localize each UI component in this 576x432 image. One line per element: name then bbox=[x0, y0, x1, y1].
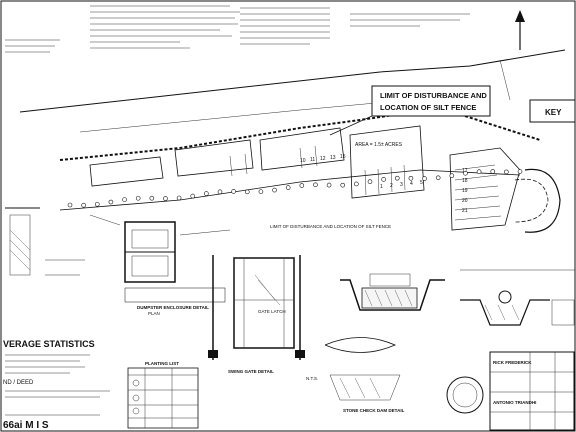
silt-fence-marker bbox=[449, 173, 455, 179]
stone-check-dam-title: STONE CHECK DAM DETAIL bbox=[343, 408, 405, 413]
silt-fence-marker bbox=[122, 197, 127, 202]
stall-number: 20 bbox=[462, 198, 468, 204]
swing-gate-title: SWING GATE DETAIL bbox=[228, 369, 274, 374]
coverage-statistics bbox=[5, 354, 110, 416]
silt-fence-marker bbox=[381, 177, 386, 182]
site-boundary bbox=[19, 49, 566, 211]
silt-fence-marker bbox=[476, 169, 482, 174]
silt-fence-marker bbox=[272, 187, 277, 193]
stall-number: 21 bbox=[462, 208, 468, 214]
stall-number: 13 bbox=[330, 155, 336, 161]
stall-number: 3 bbox=[400, 182, 403, 188]
silt-fence-marker bbox=[190, 193, 196, 199]
bottom-left-label: 66ai M I S bbox=[3, 420, 49, 431]
silt-fence-marker bbox=[231, 189, 236, 194]
coverage-statistics-title: VERAGE STATISTICS bbox=[3, 339, 95, 349]
silt-fence-marker bbox=[299, 183, 305, 188]
inlet-detail bbox=[460, 269, 575, 326]
silt-fence-callout: LIMIT OF DISTURBANCE AND LOCATION OF SIL… bbox=[270, 224, 391, 229]
title-block bbox=[446, 351, 575, 431]
title-block-project: RICK FREDERICK bbox=[493, 360, 532, 365]
silt-fence-marker bbox=[108, 199, 114, 205]
gate-latch-label: GATE LATCH bbox=[258, 309, 286, 314]
stall-number: 19 bbox=[462, 188, 468, 194]
dumpster-detail-title: DUMPSTER ENCLOSURE DETAIL bbox=[137, 305, 209, 310]
stall-number: 2 bbox=[390, 183, 393, 189]
silt-fence-marker bbox=[94, 201, 100, 207]
parking-area bbox=[89, 125, 561, 233]
planting-list-title: PLANTING LIST bbox=[145, 361, 179, 366]
silt-fence-marker bbox=[313, 182, 318, 188]
silt-fence-marker bbox=[435, 175, 441, 181]
limit-of-disturbance-title: LIMIT OF DISTURBANCE AND bbox=[380, 91, 487, 100]
silt-fence-marker bbox=[394, 175, 400, 181]
stall-number: 15 bbox=[340, 154, 346, 160]
silt-fence-marker bbox=[176, 195, 182, 201]
silt-fence-marker bbox=[517, 169, 523, 174]
stall-number: 5 bbox=[420, 180, 423, 186]
silt-fence-marker bbox=[326, 182, 332, 188]
silt-fence-markers bbox=[67, 169, 523, 208]
silt-fence-marker bbox=[504, 169, 509, 175]
silt-fence-marker bbox=[408, 175, 414, 181]
silt-fence-marker bbox=[217, 189, 223, 195]
limit-of-disturbance-callout bbox=[329, 85, 491, 136]
deed-label: ND / DEED bbox=[3, 380, 34, 386]
left-detail bbox=[5, 207, 85, 276]
silt-fence-marker bbox=[204, 191, 209, 196]
stall-number: 4 bbox=[410, 181, 413, 187]
stall-number: 10 bbox=[300, 158, 306, 164]
silt-fence-marker bbox=[354, 181, 359, 187]
silt-fence-marker bbox=[285, 185, 291, 190]
stall-number: 17 bbox=[462, 168, 468, 174]
stall-number: 18 bbox=[462, 178, 468, 184]
general-notes-block bbox=[5, 5, 240, 53]
silt-fence-marker bbox=[163, 196, 168, 201]
north-arrow bbox=[499, 10, 525, 101]
silt-fence-marker bbox=[258, 189, 264, 194]
silt-fence-marker bbox=[422, 176, 427, 181]
stall-number: 1 bbox=[380, 184, 383, 190]
title-block-name: ANTONIO TRIANDHI bbox=[493, 400, 536, 405]
silt-fence-marker bbox=[67, 202, 73, 208]
stone-check-dam-detail bbox=[324, 273, 445, 401]
stall-number: 12 bbox=[320, 156, 326, 162]
key-label: KEY bbox=[545, 108, 562, 117]
silt-fence-marker bbox=[244, 189, 250, 195]
dumpster-detail-sub: PLAN bbox=[148, 311, 160, 316]
silt-fence-marker bbox=[135, 195, 141, 201]
legend-block bbox=[240, 7, 470, 45]
silt-fence-marker bbox=[81, 202, 86, 208]
nts-label: N.T.S. bbox=[306, 376, 318, 381]
area-label: AREA = 1.5± ACRES bbox=[355, 142, 403, 148]
silt-fence-marker bbox=[367, 179, 373, 184]
dumpster-enclosure-detail bbox=[89, 214, 231, 303]
silt-fence-marker bbox=[149, 195, 155, 201]
planting-list-table bbox=[127, 367, 199, 429]
limit-of-disturbance-subtitle: LOCATION OF SILT FENCE bbox=[380, 103, 476, 112]
silt-fence-marker bbox=[463, 170, 468, 176]
stall-number: 11 bbox=[310, 157, 315, 163]
swing-gate-detail bbox=[208, 255, 305, 360]
silt-fence-marker bbox=[490, 169, 496, 174]
silt-fence-marker bbox=[340, 182, 346, 188]
